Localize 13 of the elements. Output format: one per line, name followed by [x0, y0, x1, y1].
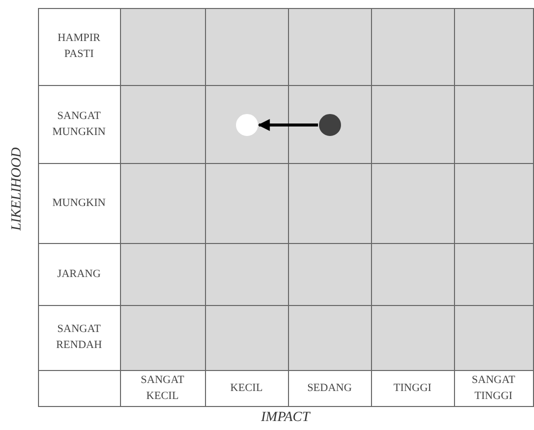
row-header: SANGAT MUNGKIN	[51, 108, 107, 140]
column-header: SANGAT KECIL	[140, 372, 186, 404]
axis-title: IMPACT	[261, 410, 310, 426]
row-header: MUNGKIN	[52, 196, 106, 211]
column-header: TINGGI	[394, 380, 432, 396]
column-header: SANGAT TINGGI	[470, 372, 516, 404]
row-header: HAMPIR PASTI	[56, 31, 102, 62]
row-header: SANGAT RENDAH	[55, 322, 103, 353]
column-header: KECIL	[230, 380, 263, 396]
arrow	[258, 119, 318, 131]
row-header: JARANG	[57, 266, 101, 282]
axis-title: LIKELIHOOD	[9, 147, 26, 231]
column-header: SEDANG	[307, 380, 352, 396]
